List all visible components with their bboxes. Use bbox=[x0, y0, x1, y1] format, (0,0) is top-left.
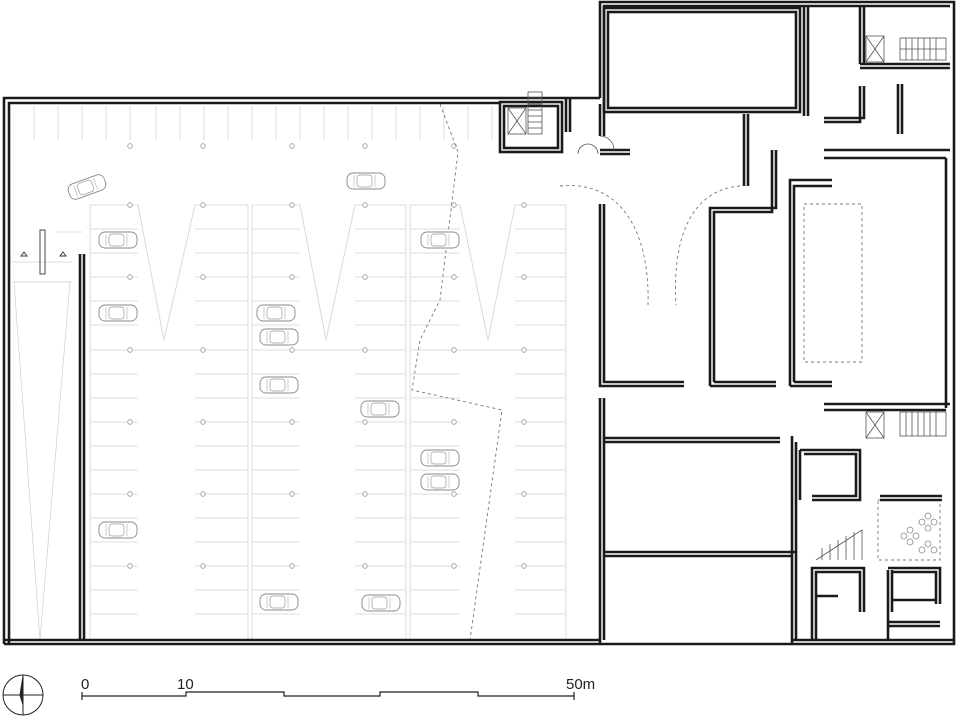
north-arrow-icon bbox=[2, 674, 44, 716]
scale-label-ten: 10 bbox=[177, 676, 194, 693]
scale-bar bbox=[81, 691, 575, 700]
planter-icons bbox=[900, 512, 938, 554]
stair-icon bbox=[507, 35, 947, 561]
column-markers bbox=[127, 143, 527, 569]
scale-label-fifty: 50m bbox=[566, 676, 596, 693]
parking-stall-lines bbox=[12, 106, 567, 641]
dashed-boundary bbox=[411, 103, 941, 641]
walls bbox=[2, 0, 956, 646]
car-icon bbox=[65, 172, 460, 612]
door-swings bbox=[577, 135, 615, 155]
ramp-markers bbox=[20, 229, 67, 275]
scale-label-zero: 0 bbox=[81, 676, 90, 693]
